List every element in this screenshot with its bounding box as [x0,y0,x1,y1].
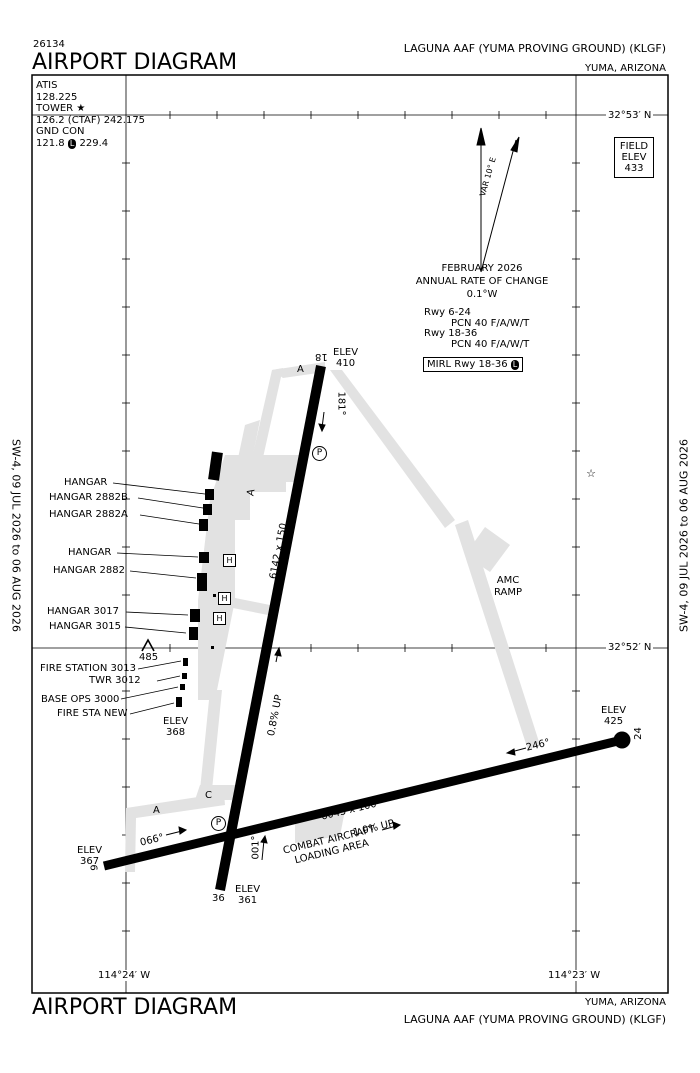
helipad-icon: H [218,592,231,605]
footer-location: YUMA, ARIZONA [584,997,666,1008]
lon-right: 114°23′ W [546,970,603,981]
label-hangar-2882: HANGAR 2882 [53,565,126,576]
mag-date: FEBRUARY 2026 [441,263,523,274]
airport-name: LAGUNA AAF (YUMA PROVING GROUND) (KLGF) [403,42,666,55]
label-hangar-3017: HANGAR 3017 [47,606,120,617]
elev-value: 361 [237,895,258,906]
apron-elev: ELEV 368 [163,716,188,738]
obstacle-symbol [141,638,155,652]
mag-rate-label: ANNUAL RATE OF CHANGE [415,276,549,287]
atis-freq: 128.225 [36,91,78,103]
label-fire-station-3013: FIRE STATION 3013 [40,663,136,674]
pcn-rwy1-value: PCN 40 F/A/W/T [451,318,530,329]
lighting-l-icon: L [510,360,520,370]
runway-18-36 [215,365,326,891]
gnd-label: GND CON [36,126,85,137]
helipad-icon: H [213,612,226,625]
leader-lines [112,482,206,715]
label-base-ops-3000: BASE OPS 3000 [41,694,120,705]
elev-label: ELEV [163,716,189,727]
north-arrows [476,127,520,273]
helipad-icon: H [223,554,236,567]
elev-value: 425 [603,716,624,727]
elev-label: ELEV [601,705,627,716]
rwy-hdg-181: 181° [335,391,347,416]
parking-icon: P [211,816,226,831]
pcn-rwy1: Rwy 6-24 [424,307,471,318]
lat-mid: 32°52′ N [606,642,654,653]
elev-label: ELEV [77,845,103,856]
taxiway-a-south: A [153,805,160,816]
doc-id: 26134 [33,39,65,50]
frequency-list: ATIS 128.225 TOWER ★ 126.2 (CTAF) 242.17… [36,80,145,149]
field-elevation-box: FIELD ELEV 433 [614,137,654,178]
rwy36-elev: ELEV 361 [235,884,260,906]
amc-ramp-label: AMC RAMP [494,575,522,599]
beacon-icon: ☆ [586,467,596,480]
rwy18-number: 18 [315,351,328,362]
label-hangar-2882a: HANGAR 2882A [49,509,128,520]
hangar-buildings [176,451,223,707]
parking-icon: P [312,446,327,461]
pcn-rwy2: Rwy 18-36 [424,328,478,339]
lon-left: 114°24′ W [96,970,153,981]
elev-label: ELEV [333,347,359,358]
gnd-freq2: 229.4 [79,137,109,149]
elev-label: ELEV [235,884,261,895]
gnd-freq1: 121.8 [36,137,65,149]
rwy-hdg-001: 001° [250,835,262,860]
elev-value: 368 [165,727,186,738]
rwy18-elev: ELEV 410 [333,347,358,369]
rwy24-elev: ELEV 425 [601,705,626,727]
elev-value: 410 [335,358,356,369]
label-hangar-1: HANGAR [64,477,108,488]
tower-freq: 126.2 (CTAF) 242.175 [36,114,146,126]
label-hangar-3015: HANGAR 3015 [49,621,122,632]
obstacle-height: 485 [139,652,159,663]
taxiway-c: C [205,790,212,801]
mag-rate: 0.1°W [466,289,498,300]
field-elev-line1: FIELD [619,141,649,152]
taxiways-aprons [115,362,540,872]
footer-airport: LAGUNA AAF (YUMA PROVING GROUND) (KLGF) [403,1013,666,1026]
page-title: AIRPORT DIAGRAM [32,50,238,75]
diagram-frame [31,74,669,994]
lighting-box: MIRL Rwy 18-36 L [423,357,524,372]
rwy6-elev: ELEV 367 [77,845,102,867]
label-hangar-2882b: HANGAR 2882B [49,492,128,503]
footer-title: AIRPORT DIAGRAM [32,995,238,1020]
lighting-text: MIRL Rwy 18-36 [427,359,508,370]
atis-label: ATIS [36,80,58,91]
tower-label: TOWER [36,103,74,114]
pcn-rwy2-value: PCN 40 F/A/W/T [451,339,530,350]
label-twr-3012: TWR 3012 [89,675,141,686]
field-elev-line2: ELEV [621,152,647,163]
amc-line1: AMC [496,575,520,586]
field-elev-value: 433 [624,163,644,174]
rwy24-number: 24 [632,727,644,740]
runway-6-24 [102,731,631,871]
heading-arrows [165,411,527,861]
airport-location: YUMA, ARIZONA [584,63,666,74]
label-hangar-2: HANGAR [68,547,112,558]
elev-value: 367 [79,856,100,867]
rwy36-number: 36 [212,893,225,904]
amc-line2: RAMP [494,587,523,598]
taxiway-a-north: A [297,364,304,375]
label-fire-sta-new: FIRE STA NEW [57,708,128,719]
lat-top: 32°53′ N [606,110,654,121]
star-icon: ★ [76,103,86,114]
lighting-l-icon: L [67,138,77,149]
